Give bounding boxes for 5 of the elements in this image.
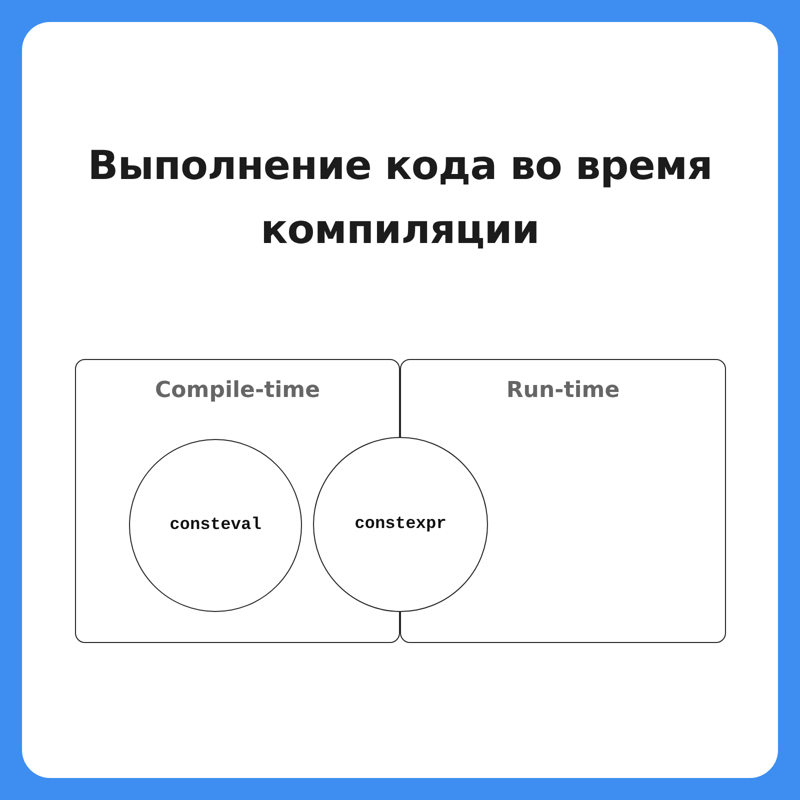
keyword-text: consteval	[170, 516, 262, 535]
title: Выполнение кода во время компиляции	[86, 142, 714, 255]
region-heading: Run-time	[506, 378, 620, 403]
keyword-text: constexpr	[354, 515, 446, 534]
region-heading: Compile-time	[155, 378, 320, 403]
